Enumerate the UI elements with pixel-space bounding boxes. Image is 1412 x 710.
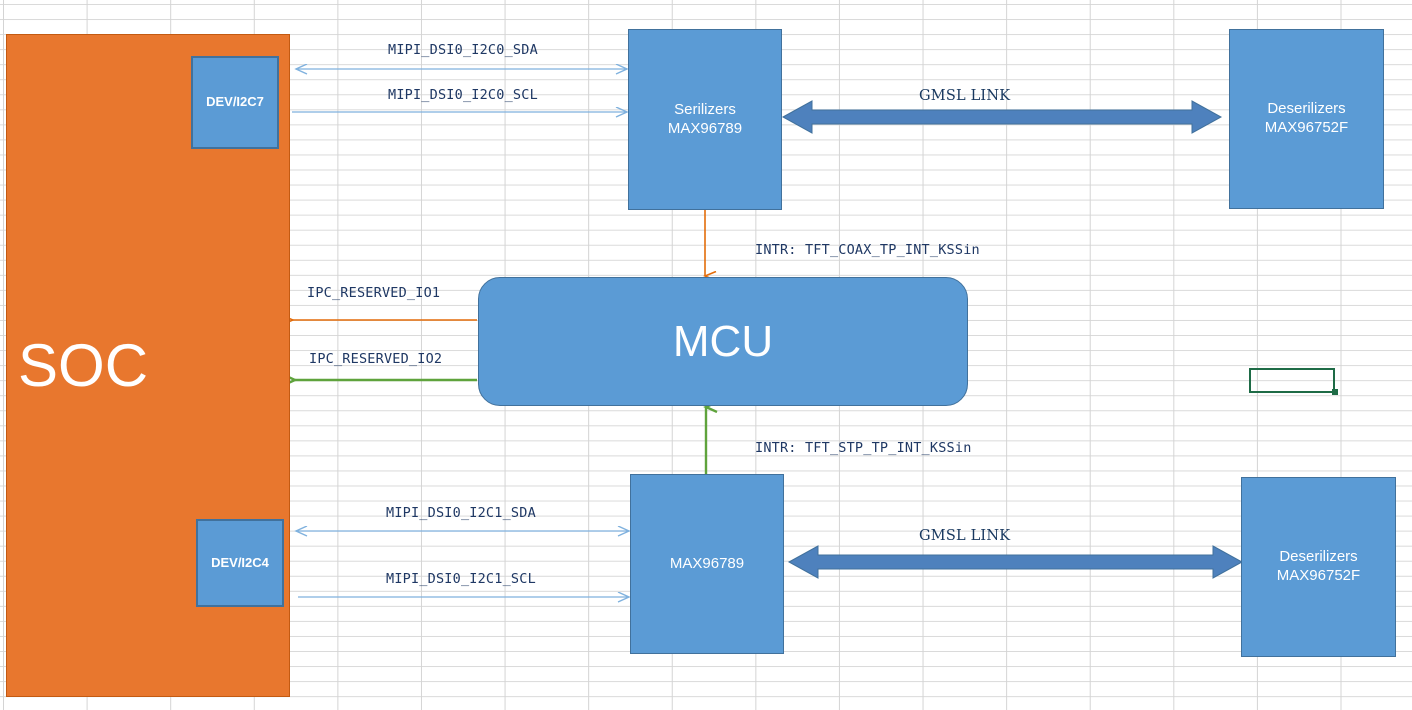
serializer-bottom-block[interactable]: MAX96789 [630,474,784,654]
deserializer-bottom-line2: MAX96752F [1276,567,1361,584]
deserializer-bottom-line1: Deserilizers [1279,548,1358,566]
cell-selection-outline[interactable] [1249,368,1335,393]
label-i2c0-scl: MIPI_DSI0_I2C0_SCL [388,87,538,103]
deserializer-top-line2: MAX96752F [1264,119,1349,136]
label-i2c1-sda: MIPI_DSI0_I2C1_SDA [386,505,536,521]
deserializer-bottom-block[interactable]: Deserilizers MAX96752F [1241,477,1396,657]
label-gmsl-top: GMSL LINK [919,88,1011,104]
serializer-top-line2: MAX96789 [667,119,743,137]
mcu-label: MCU [672,317,774,366]
label-gmsl-bottom: GMSL LINK [919,528,1011,544]
label-i2c0-sda: MIPI_DSI0_I2C0_SDA [388,42,538,58]
dev-i2c7-label: DEV/I2C7 [206,94,264,110]
deserializer-top-line1: Deserilizers [1267,100,1346,118]
serializer-top-block[interactable]: Serilizers MAX96789 [628,29,782,210]
label-intr-coax: INTR: TFT_COAX_TP_INT_KSSin [755,242,980,258]
mcu-block[interactable]: MCU [478,277,968,406]
label-intr-stp: INTR: TFT_STP_TP_INT_KSSin [755,440,972,456]
label-ipc-io2: IPC_RESERVED_IO2 [309,351,443,367]
dev-i2c7-block[interactable]: DEV/I2C7 [191,56,279,149]
dev-i2c4-block[interactable]: DEV/I2C4 [196,519,284,607]
serializer-top-line1: Serilizers [674,100,736,118]
deserializer-top-block[interactable]: Deserilizers MAX96752F [1229,29,1384,209]
cell-fill-handle[interactable] [1332,389,1338,395]
dev-i2c4-label: DEV/I2C4 [211,554,269,570]
serializer-bottom-line1: MAX96789 [669,554,745,572]
soc-label: SOC [18,332,149,399]
label-ipc-io1: IPC_RESERVED_IO1 [307,285,441,301]
label-i2c1-scl: MIPI_DSI0_I2C1_SCL [386,571,536,587]
